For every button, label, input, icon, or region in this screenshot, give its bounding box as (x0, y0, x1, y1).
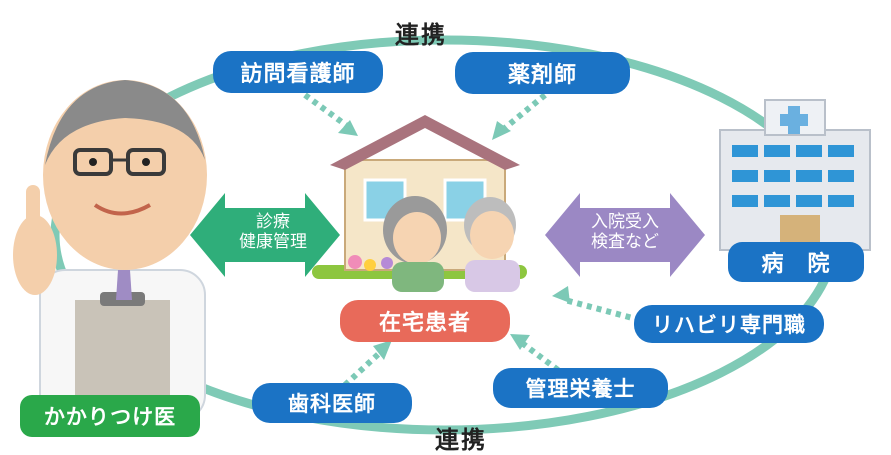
right-arrow-line1: 入院受入 (591, 212, 659, 232)
doctor-illustration (13, 80, 207, 421)
right-double-arrow (545, 193, 705, 277)
dotted-arrows (303, 92, 641, 388)
pharmacist-badge: 薬剤師 (455, 52, 630, 94)
bottom-link-label: 連携 (435, 426, 487, 454)
patient-badge: 在宅患者 (340, 300, 510, 342)
hospital-building-icon (719, 99, 871, 251)
right-arrow-line2: 検査など (591, 232, 659, 252)
left-arrow-line2: 健康管理 (239, 232, 307, 252)
left-arrow-line1: 診療 (256, 212, 290, 232)
top-link-label: 連携 (395, 21, 447, 49)
dotted-arrow-heads (338, 120, 570, 360)
hospital-badge: 病 院 (728, 242, 864, 282)
elderly-couple-illustration (383, 196, 520, 292)
dentist-badge: 歯科医師 (252, 383, 412, 423)
left-arrow-text: 診療 健康管理 (218, 212, 328, 252)
family-doctor-badge: かかりつけ医 (20, 395, 200, 437)
dietitian-badge: 管理栄養士 (493, 368, 668, 408)
rehab-badge: リハビリ専門職 (634, 305, 824, 343)
home-nurse-badge: 訪問看護師 (213, 51, 383, 93)
right-arrow-text: 入院受入 検査など (565, 212, 685, 252)
left-double-arrow (190, 193, 340, 277)
